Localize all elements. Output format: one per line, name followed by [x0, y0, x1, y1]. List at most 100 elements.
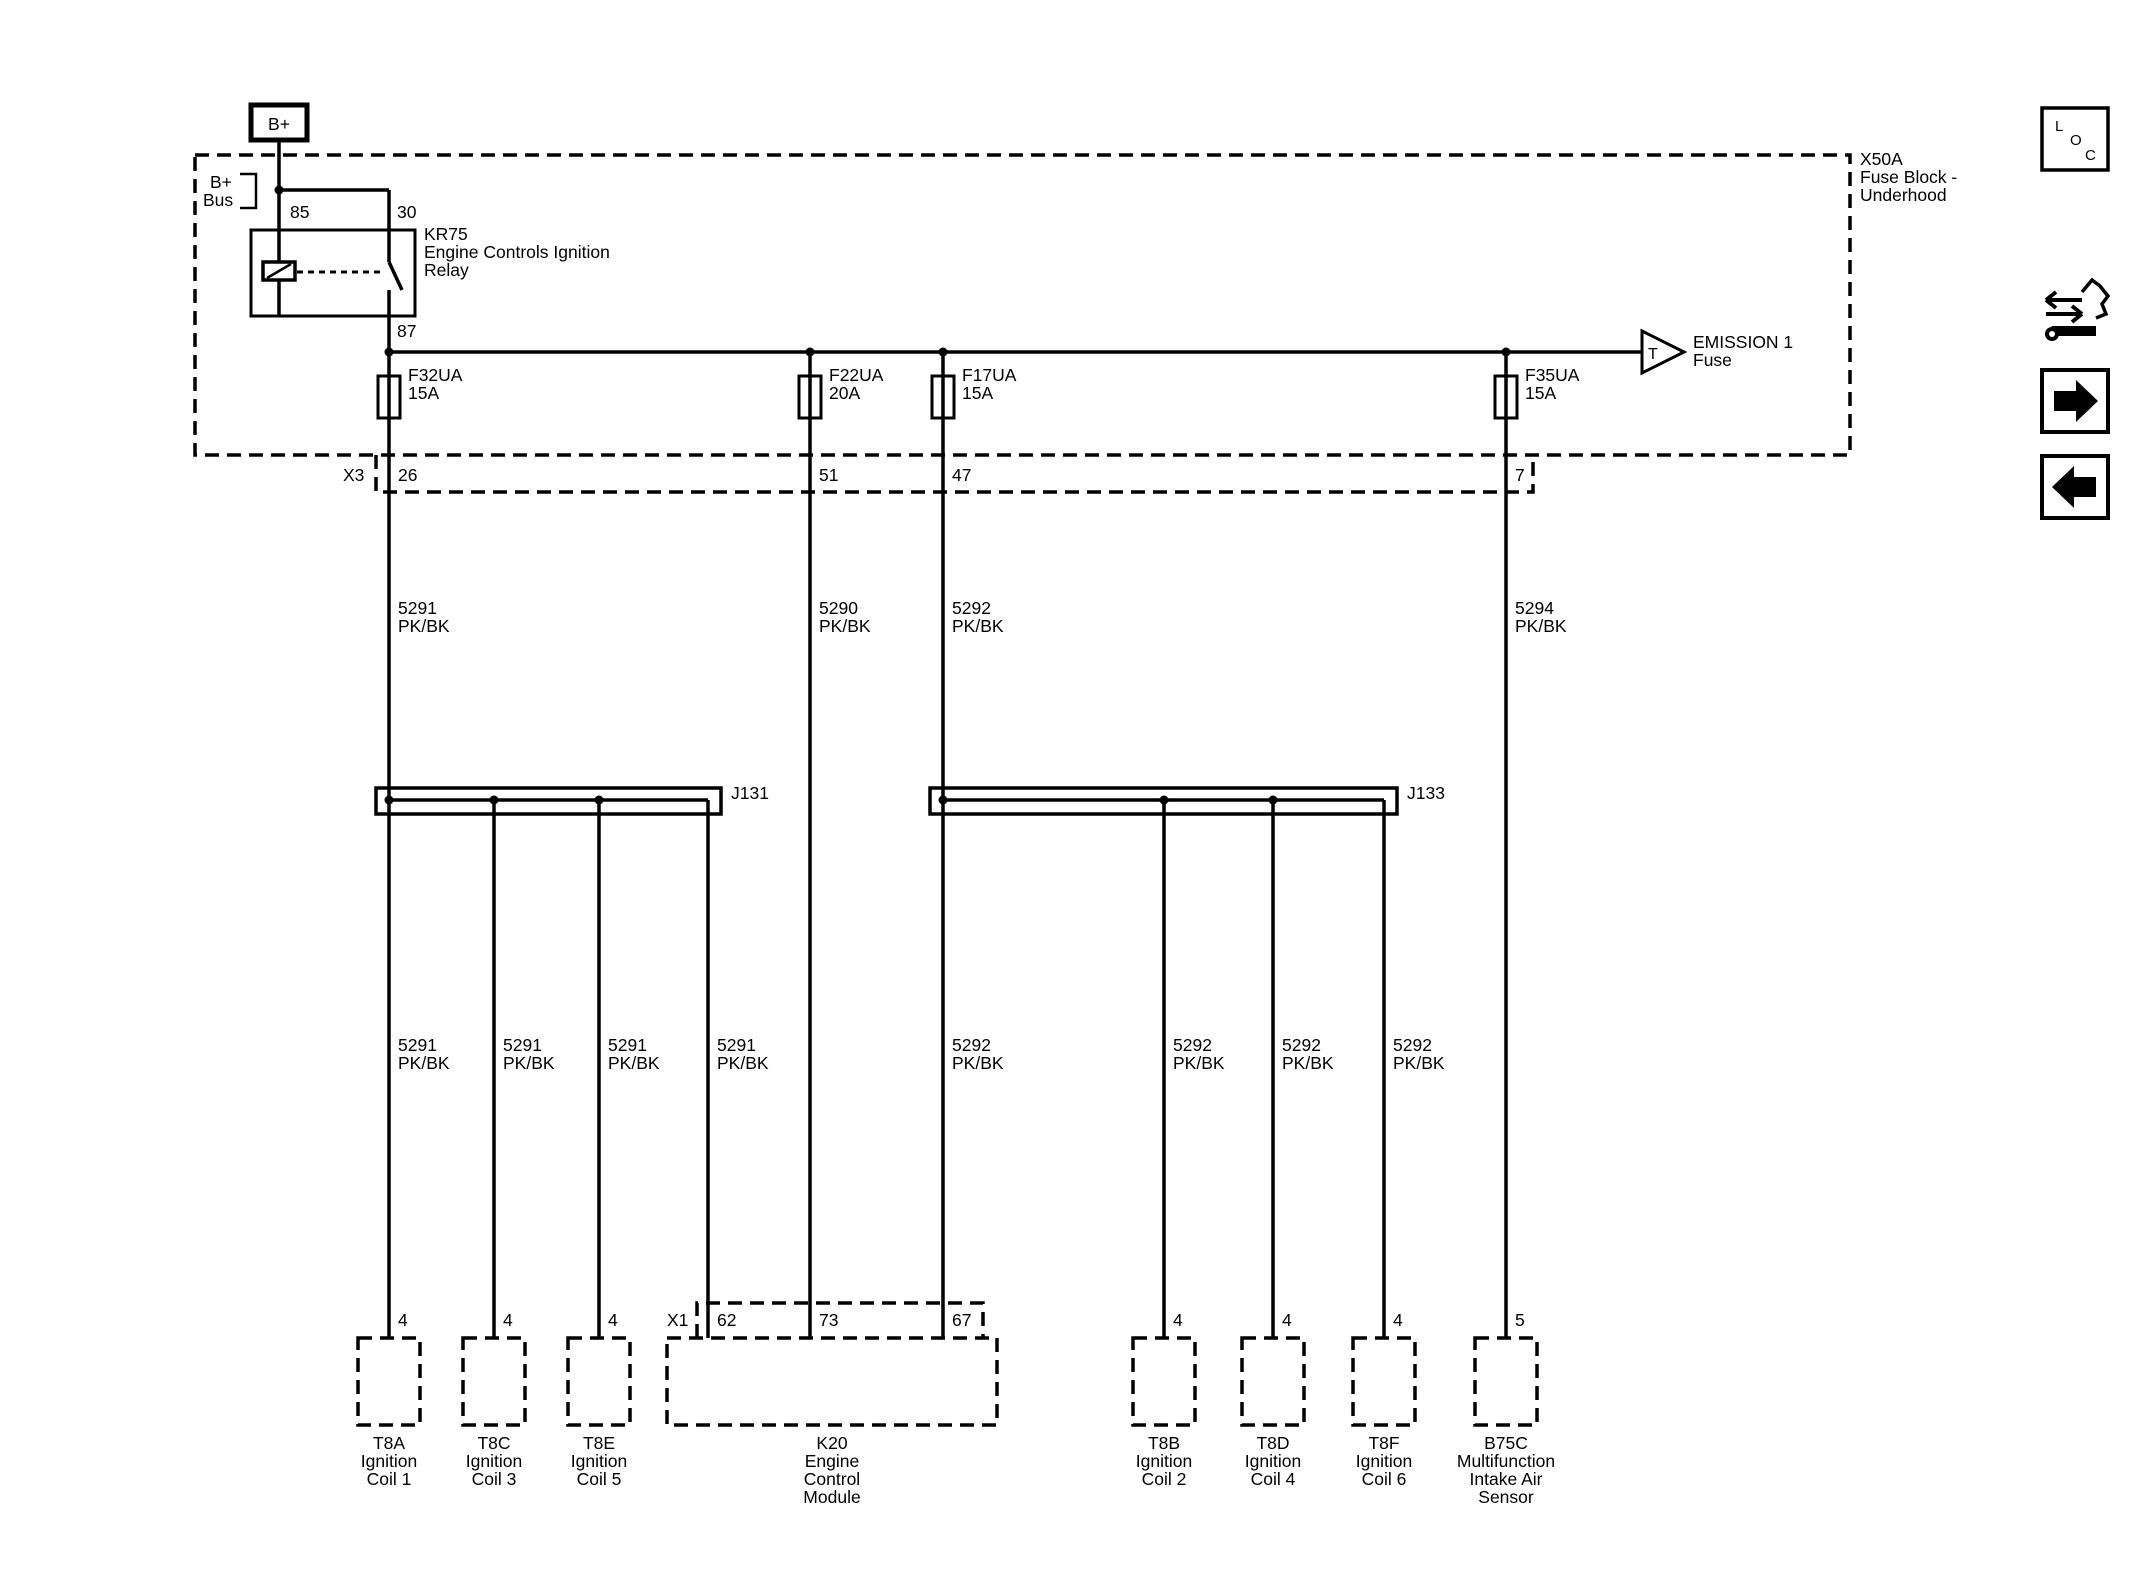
fuse-block-outline [193, 153, 1852, 457]
lower-wire-8-color: PK/BK [1393, 1053, 1445, 1073]
wire-5291-circuit: 5291 [398, 598, 437, 618]
wire-5291-color: PK/BK [398, 616, 450, 636]
battery-label: B+ [268, 114, 290, 134]
relay-switch [387, 261, 404, 291]
t8b-pin: 4 [1173, 1310, 1183, 1330]
relay-name-1: Engine Controls Ignition [424, 242, 610, 262]
fuse-f35ua-id: F35UA [1525, 365, 1580, 385]
t8f-pin: 4 [1393, 1310, 1403, 1330]
t8d-name-1: Ignition [1245, 1451, 1301, 1471]
fuse-f32ua-pin: 26 [398, 465, 417, 485]
fuse-f32ua-id: F32UA [408, 365, 463, 385]
wire-5292-color: PK/BK [952, 616, 1004, 636]
splice-j133 [928, 786, 1399, 1338]
emission-label-1: EMISSION 1 [1693, 332, 1793, 352]
t8a-id: T8A [373, 1433, 405, 1453]
splice-j131 [374, 786, 723, 1338]
loc-l: L [2055, 118, 2063, 135]
x3-label: X3 [343, 465, 364, 485]
bus-label-2: Bus [203, 190, 233, 210]
t8f-name-1: Ignition [1356, 1451, 1412, 1471]
lower-wire-4-circuit: 5291 [717, 1035, 756, 1055]
relay-pin-30: 30 [397, 202, 417, 222]
t8b-name-2: Coil 2 [1142, 1469, 1187, 1489]
t8f-id: T8F [1368, 1433, 1399, 1453]
fuse-block-id: X50A [1860, 149, 1903, 169]
ecm-name-1: Engine [805, 1451, 860, 1471]
component-b75c: 5 B75C Multifunction Intake Air Sensor [1457, 1310, 1555, 1507]
bus-label-1: B+ [210, 172, 232, 192]
lower-wire-6-color: PK/BK [1173, 1053, 1225, 1073]
lower-wire-6-circuit: 5292 [1173, 1035, 1212, 1055]
lower-wire-2-color: PK/BK [503, 1053, 555, 1073]
lower-wire-5-color: PK/BK [952, 1053, 1004, 1073]
b75c-id: B75C [1484, 1433, 1528, 1453]
fuse-block-name-2: Underhood [1860, 185, 1947, 205]
component-t8b: 4 T8B Ignition Coil 2 [1131, 1310, 1197, 1489]
lower-wire-1-circuit: 5291 [398, 1035, 437, 1055]
lower-wire-5-circuit: 5292 [952, 1035, 991, 1055]
fuse-f35ua [1493, 352, 1519, 1338]
fuse-f17ua-rating: 15A [962, 383, 993, 403]
lower-wire-8-circuit: 5292 [1393, 1035, 1432, 1055]
ecm-pin-67: 67 [952, 1310, 971, 1330]
ecm-id: K20 [816, 1433, 847, 1453]
wire-5294-color: PK/BK [1515, 616, 1567, 636]
t8d-name-2: Coil 4 [1251, 1469, 1296, 1489]
t8c-id: T8C [477, 1433, 510, 1453]
wire-5290-circuit: 5290 [819, 598, 858, 618]
component-t8c: 4 T8C Ignition Coil 3 [461, 1310, 527, 1489]
t8f-name-2: Coil 6 [1362, 1469, 1407, 1489]
battery-terminal: B+ [248, 102, 310, 143]
component-t8e: 4 T8E Ignition Coil 5 [566, 1310, 632, 1489]
fuse-f17ua [930, 352, 956, 800]
relay-pin-87: 87 [397, 321, 416, 341]
x3-connector [374, 455, 1535, 494]
diagnostic-icon[interactable] [2038, 272, 2111, 348]
t8e-id: T8E [583, 1433, 615, 1453]
t8a-pin: 4 [398, 1310, 408, 1330]
ecm-connector: X1 [667, 1310, 688, 1330]
relay-id: KR75 [424, 224, 468, 244]
back-arrow-icon[interactable] [2040, 454, 2110, 520]
emission-label-2: Fuse [1693, 350, 1732, 370]
b75c-name-2: Intake Air [1470, 1469, 1543, 1489]
ecm-pin-73: 73 [819, 1310, 838, 1330]
wire-5294-circuit: 5294 [1515, 598, 1554, 618]
loc-o: O [2070, 132, 2082, 149]
t8c-name-1: Ignition [466, 1451, 522, 1471]
ecm-name-3: Module [803, 1487, 860, 1507]
t8a-name-2: Coil 1 [367, 1469, 412, 1489]
t8c-pin: 4 [503, 1310, 513, 1330]
t8d-id: T8D [1256, 1433, 1289, 1453]
lower-wire-3-color: PK/BK [608, 1053, 660, 1073]
fuse-f17ua-id: F17UA [962, 365, 1017, 385]
t8e-pin: 4 [608, 1310, 618, 1330]
lower-wire-7-circuit: 5292 [1282, 1035, 1321, 1055]
loc-icon[interactable]: L O C [2040, 106, 2110, 172]
splice-j131-label: J131 [731, 783, 769, 803]
relay-kr75 [249, 188, 417, 350]
relay-pin-85: 85 [290, 202, 309, 222]
fuse-f32ua-rating: 15A [408, 383, 439, 403]
t8e-name-2: Coil 5 [577, 1469, 622, 1489]
t8b-id: T8B [1148, 1433, 1180, 1453]
wire-5290-color: PK/BK [819, 616, 871, 636]
forward-arrow-icon[interactable] [2040, 368, 2110, 434]
component-k20-ecm: X1 62 73 67 K20 Engine Control Module [665, 1301, 999, 1507]
ecm-pin-62: 62 [717, 1310, 736, 1330]
fuse-f35ua-rating: 15A [1525, 383, 1556, 403]
lower-wire-4-color: PK/BK [717, 1053, 769, 1073]
b75c-name-3: Sensor [1478, 1487, 1534, 1507]
t8d-pin: 4 [1282, 1310, 1292, 1330]
component-t8d: 4 T8D Ignition Coil 4 [1240, 1310, 1306, 1489]
fuse-f22ua-id: F22UA [829, 365, 884, 385]
b75c-name-1: Multifunction [1457, 1451, 1555, 1471]
emission-fuse-reference: T [1640, 328, 1688, 376]
ecm-name-2: Control [804, 1469, 860, 1489]
fuse-f17ua-pin: 47 [952, 465, 971, 485]
component-t8f: 4 T8F Ignition Coil 6 [1351, 1310, 1417, 1489]
lower-wire-1-color: PK/BK [398, 1053, 450, 1073]
bus-bracket [240, 172, 258, 210]
